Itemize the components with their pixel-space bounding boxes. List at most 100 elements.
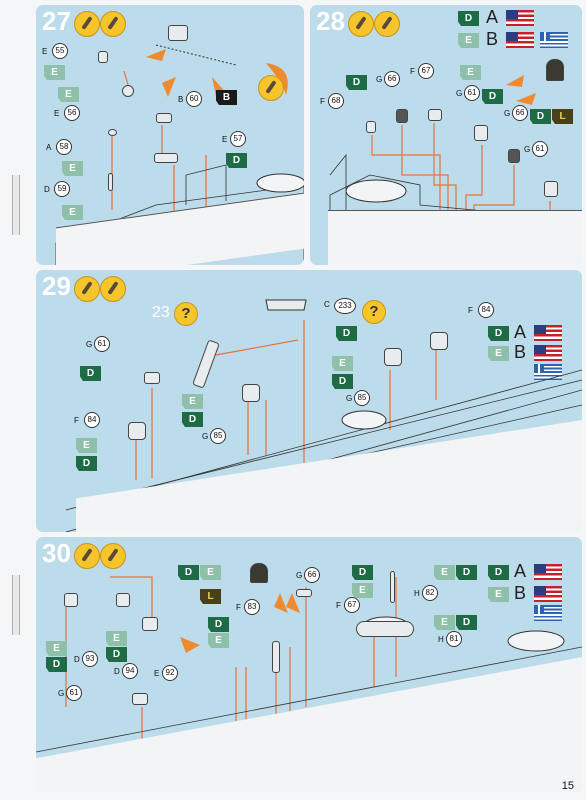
part-letter: B xyxy=(178,95,184,104)
part-drum xyxy=(430,332,448,350)
paint-icon xyxy=(100,11,126,37)
part-winch xyxy=(168,25,188,41)
part-helmet xyxy=(546,59,564,81)
drying-icon xyxy=(258,75,284,101)
color-badge: D xyxy=(530,109,551,124)
part-number: 233 xyxy=(334,298,356,314)
part-number: 61 xyxy=(532,141,548,157)
step-27-panel: 27 E 55 E E E 56 B 60 B E 57 D A xyxy=(36,5,304,265)
step-28-panel: 28 D A E B D F 68 G 66 F 67 E xyxy=(310,5,582,265)
part-helmet xyxy=(250,563,268,583)
step-number: 29 xyxy=(42,271,71,301)
color-badge: B xyxy=(216,90,237,105)
variant-badge: E xyxy=(488,587,509,602)
color-badge: D xyxy=(80,366,101,381)
color-badge: D xyxy=(336,326,357,341)
part-gun-mount xyxy=(64,593,78,607)
color-badge: E xyxy=(332,356,353,371)
part-fitting xyxy=(366,121,376,133)
part-boat xyxy=(356,621,414,637)
part-letter: G xyxy=(58,689,65,698)
color-badge: D xyxy=(182,412,203,427)
color-badge: D xyxy=(456,615,477,630)
step-number: 28 xyxy=(316,6,345,36)
part-number: 59 xyxy=(54,181,70,197)
part-number: 83 xyxy=(244,599,260,615)
part-vent xyxy=(396,109,408,123)
color-badge: E xyxy=(44,65,65,80)
part-letter: E xyxy=(54,109,60,118)
us-flag-icon xyxy=(534,325,562,341)
color-badge: D xyxy=(46,657,67,672)
us-flag-icon xyxy=(506,10,534,26)
part-number: 66 xyxy=(384,71,400,87)
part-bracket xyxy=(98,51,108,63)
part-drum xyxy=(128,422,146,440)
part-exhaust xyxy=(272,641,280,673)
part-gun-mount xyxy=(116,593,130,607)
color-badge: L xyxy=(552,109,573,124)
color-badge: E xyxy=(434,565,455,580)
part-letter: E xyxy=(42,47,48,56)
paint-icon xyxy=(100,543,126,569)
part-number: 58 xyxy=(56,139,72,155)
color-badge: E xyxy=(460,65,481,80)
variant-letter: B xyxy=(514,583,527,603)
color-badge: E xyxy=(46,641,67,656)
part-letter: E xyxy=(222,135,228,144)
part-cleat xyxy=(428,109,442,121)
variant-letter: B xyxy=(514,342,527,362)
color-badge: D xyxy=(482,89,503,104)
color-badge: D xyxy=(226,153,247,168)
color-badge: E xyxy=(58,87,79,102)
color-badge: E xyxy=(62,205,83,220)
color-badge: E xyxy=(62,161,83,176)
part-number: 60 xyxy=(186,91,202,107)
page-number: 15 xyxy=(561,780,574,792)
part-drum xyxy=(242,384,260,402)
part-letter: F xyxy=(74,416,79,425)
part-letter: G xyxy=(456,89,463,98)
part-mast xyxy=(108,173,113,191)
part-bollard xyxy=(122,85,134,97)
color-badge: D xyxy=(332,374,353,389)
variant-letter: A xyxy=(486,7,499,27)
part-number: 55 xyxy=(52,43,68,59)
part-letter: G xyxy=(202,432,209,441)
part-plate xyxy=(154,153,178,163)
binder-mark xyxy=(12,575,20,635)
color-badge: D xyxy=(76,456,97,471)
part-number: 61 xyxy=(94,336,110,352)
color-badge: D xyxy=(178,565,199,580)
hull-section xyxy=(328,210,582,265)
part-number: 57 xyxy=(230,131,246,147)
part-letter: H xyxy=(414,589,420,598)
us-flag-icon xyxy=(534,586,562,602)
part-letter: G xyxy=(504,109,511,118)
part-number: 66 xyxy=(512,105,528,121)
part-drum xyxy=(384,348,402,366)
paint-icon xyxy=(100,276,126,302)
question-mark-icon: ? xyxy=(174,302,198,326)
part-letter: E xyxy=(154,669,160,678)
part-letter: G xyxy=(524,145,531,154)
part-letter: F xyxy=(320,97,325,106)
greek-flag-icon xyxy=(540,32,568,48)
part-number: 61 xyxy=(464,85,480,101)
variant-badge: D xyxy=(458,11,479,26)
part-number: 67 xyxy=(344,597,360,613)
binder-mark xyxy=(12,175,20,235)
part-number: 93 xyxy=(82,651,98,667)
color-badge: D xyxy=(456,565,477,580)
part-letter: F xyxy=(410,67,415,76)
variant-badge: E xyxy=(458,33,479,48)
step-30-panel: 30 D A E B xyxy=(36,537,582,792)
us-flag-icon xyxy=(506,32,534,48)
part-number: 81 xyxy=(446,631,462,647)
part-bitt xyxy=(474,125,488,141)
color-badge: D xyxy=(208,617,229,632)
color-badge: E xyxy=(352,583,373,598)
glue-icon xyxy=(74,276,100,302)
color-badge: D xyxy=(352,565,373,580)
paint-icon xyxy=(374,11,400,37)
